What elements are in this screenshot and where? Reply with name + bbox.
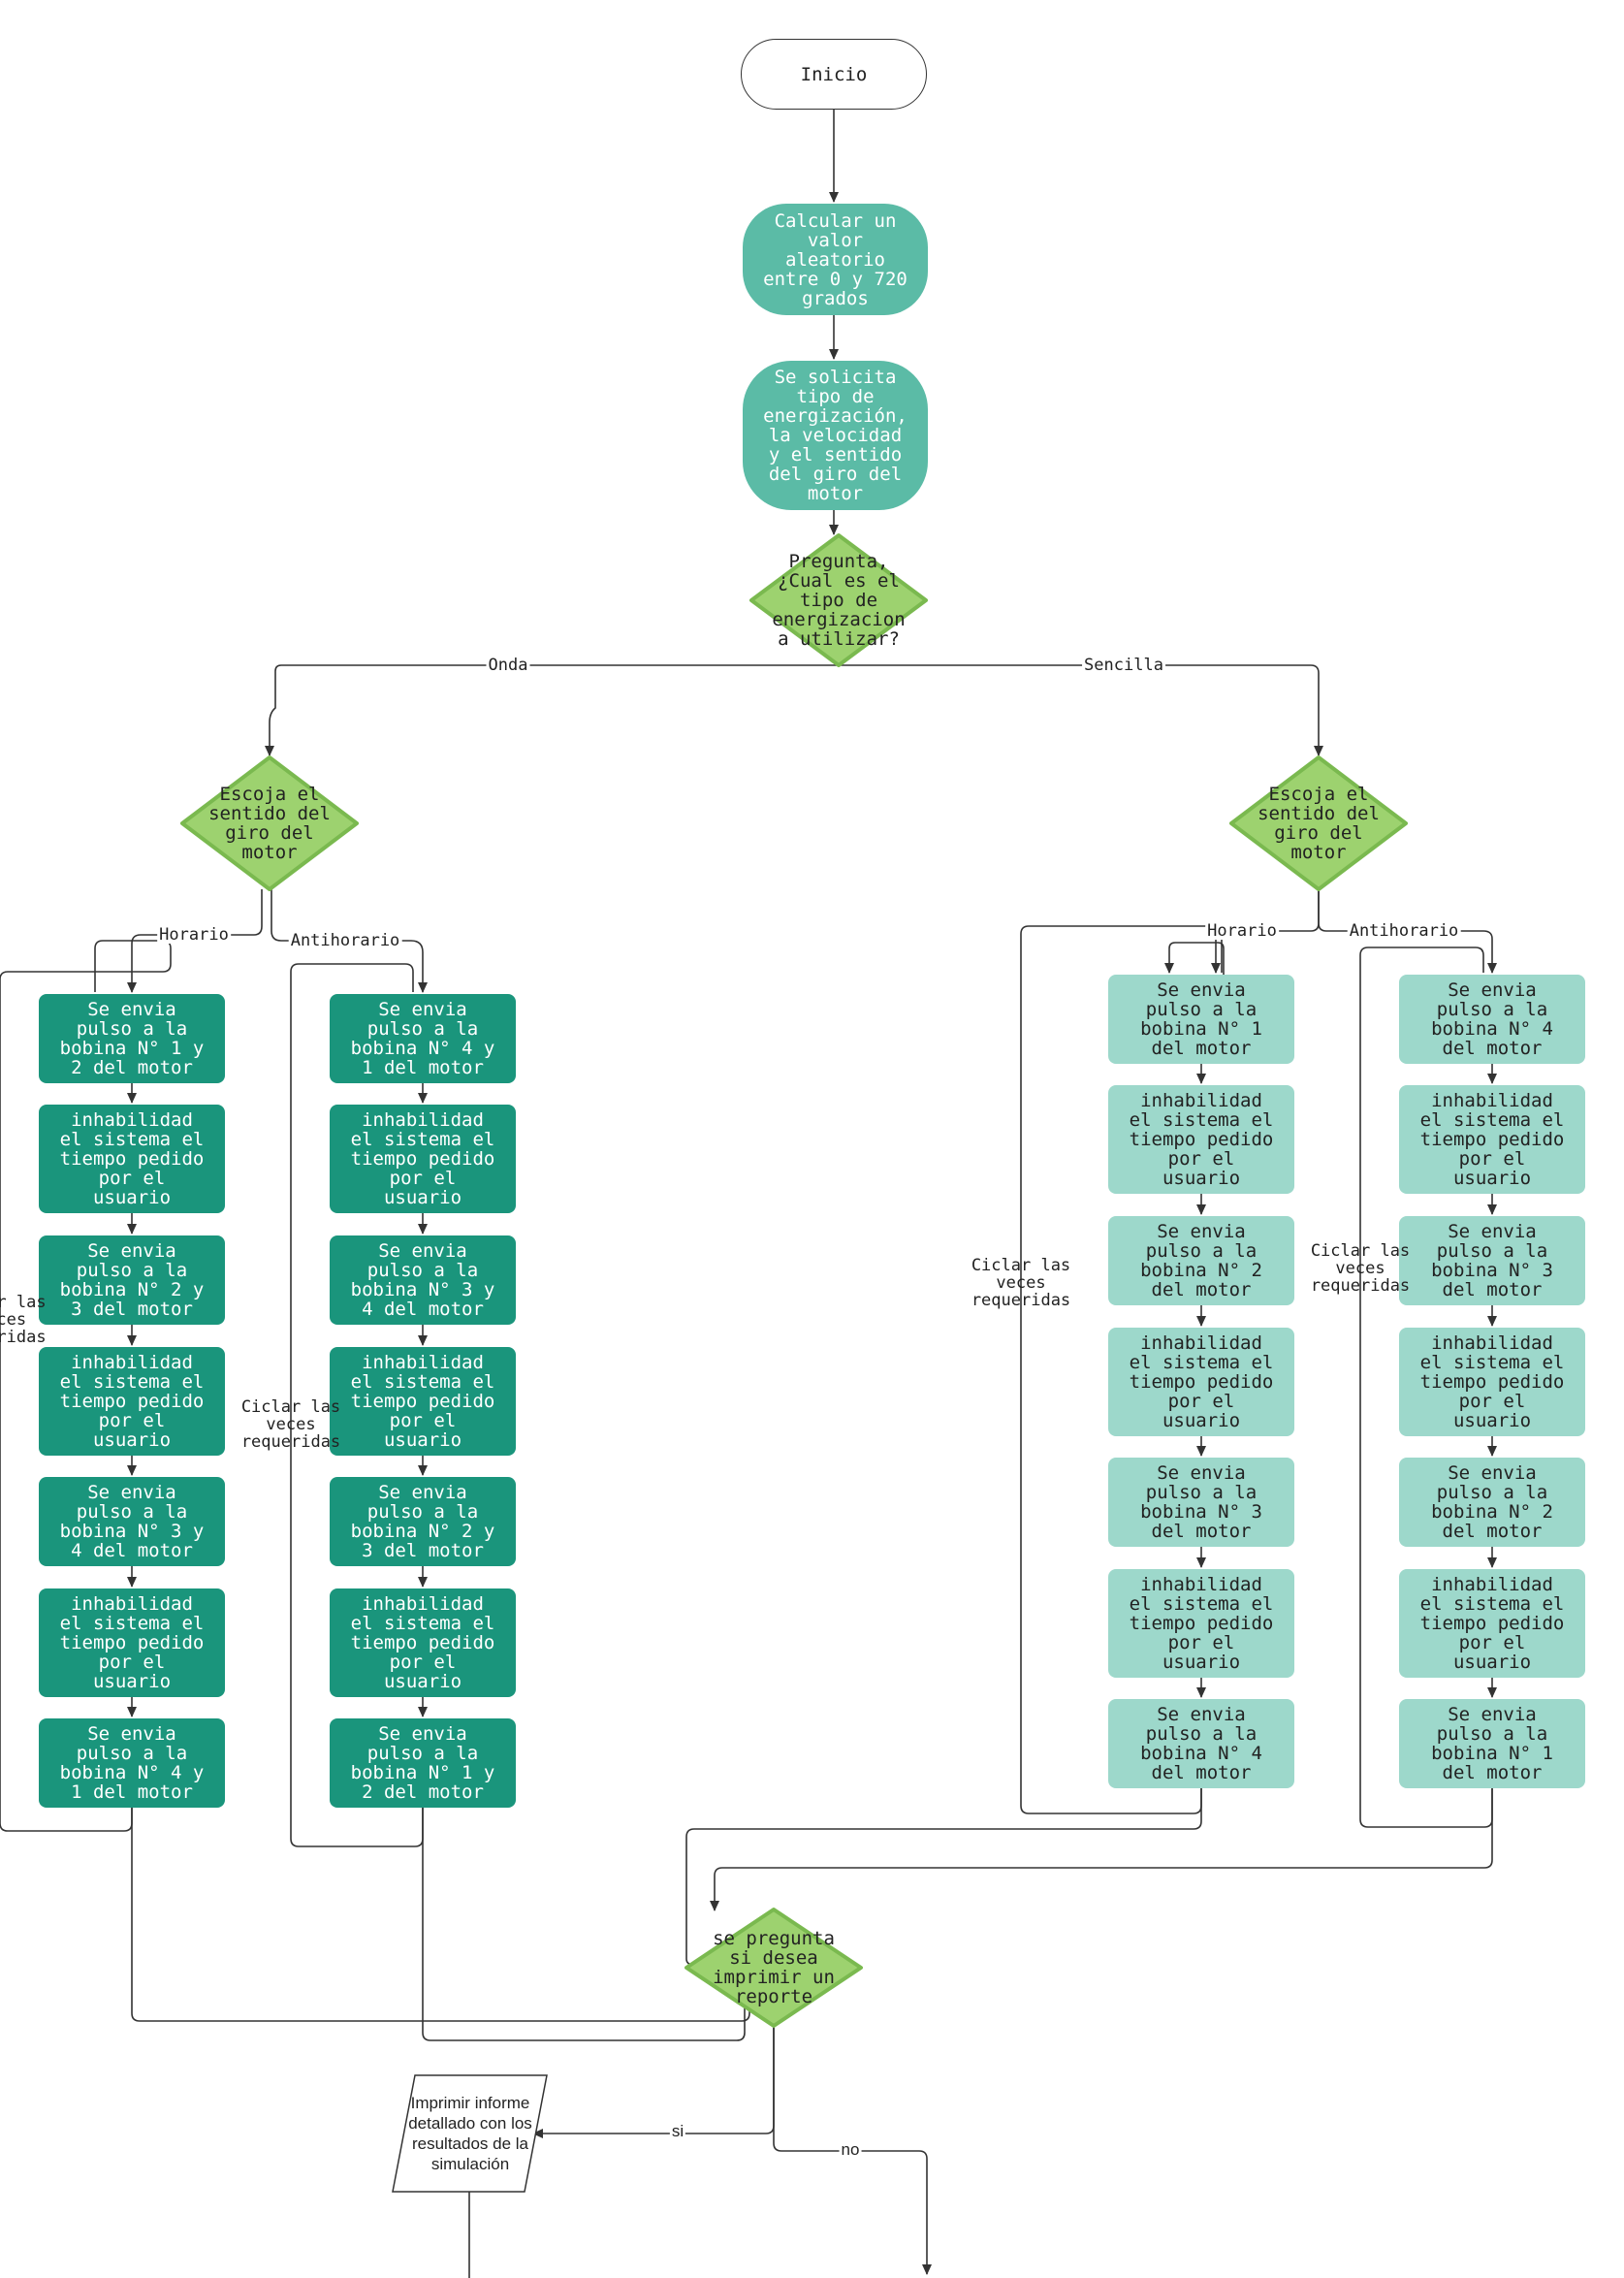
step-text: Se envia pulso a la bobina N° 3 del moto… xyxy=(1140,1462,1262,1542)
step-text: Se envia pulso a la bobina N° 2 del moto… xyxy=(1431,1462,1553,1542)
loop-label-4: Ciclar las veces requeridas xyxy=(1310,1241,1411,1296)
step-sencilla-horario-4: inhabilidad el sistema el tiempo pedido … xyxy=(1108,1328,1294,1436)
step-text: inhabilidad el sistema el tiempo pedido … xyxy=(1419,1332,1565,1431)
edge-question-onda xyxy=(265,664,839,756)
edge-label-horario-right: Horario xyxy=(1205,921,1279,941)
edge-label-no: no xyxy=(839,2140,862,2159)
step-text: Se envia pulso a la bobina N° 1 y 2 del … xyxy=(59,999,205,1078)
step-text: inhabilidad el sistema el tiempo pedido … xyxy=(350,1109,495,1208)
step-sencilla-antihorario-5: Se envia pulso a la bobina N° 2 del moto… xyxy=(1399,1458,1585,1547)
step-sencilla-antihorario-2: inhabilidad el sistema el tiempo pedido … xyxy=(1399,1085,1585,1194)
report-question-text: se pregunta si desea imprimir un reporte xyxy=(713,1928,835,2007)
loop-label-1: r las ces ridas xyxy=(0,1293,47,1347)
start-text: Inicio xyxy=(800,63,868,85)
direction-right-text: Escoja el sentido del giro del motor xyxy=(1258,784,1380,863)
step-sencilla-horario-7: Se envia pulso a la bobina N° 4 del moto… xyxy=(1108,1699,1294,1788)
step-onda-horario-5: Se envia pulso a la bobina N° 3 y 4 del … xyxy=(39,1477,225,1566)
loop-label-2: Ciclar las veces requeridas xyxy=(240,1397,341,1452)
step-text: Se envia pulso a la bobina N° 3 del moto… xyxy=(1431,1221,1553,1300)
edge-report-si xyxy=(532,2026,775,2138)
step-sencilla-horario-1: Se envia pulso a la bobina N° 1 del moto… xyxy=(1108,975,1294,1064)
energization-decision: Pregunta, ¿Cual es el tipo de energizaci… xyxy=(751,536,926,664)
step-text: Se envia pulso a la bobina N° 2 y 3 del … xyxy=(59,1240,205,1320)
step-text: Se envia pulso a la bobina N° 4 del moto… xyxy=(1140,1704,1262,1783)
direction-decision-right: Escoja el sentido del giro del motor xyxy=(1231,758,1406,888)
step-text: Se envia pulso a la bobina N° 1 y 2 del … xyxy=(350,1723,495,1803)
step-onda-antihorario-4: inhabilidad el sistema el tiempo pedido … xyxy=(330,1347,516,1456)
request-process: Se solicita tipo de energización, la vel… xyxy=(743,361,928,510)
step-text: Se envia pulso a la bobina N° 1 del moto… xyxy=(1140,979,1262,1059)
step-onda-horario-3: Se envia pulso a la bobina N° 2 y 3 del … xyxy=(39,1235,225,1325)
step-text: inhabilidad el sistema el tiempo pedido … xyxy=(59,1593,205,1692)
direction-left-text: Escoja el sentido del giro del motor xyxy=(208,784,331,863)
step-text: inhabilidad el sistema el tiempo pedido … xyxy=(1129,1090,1274,1189)
step-text: inhabilidad el sistema el tiempo pedido … xyxy=(59,1109,205,1208)
step-sencilla-horario-6: inhabilidad el sistema el tiempo pedido … xyxy=(1108,1569,1294,1678)
edge-label-antihorario-left: Antihorario xyxy=(288,931,402,950)
step-text: Se envia pulso a la bobina N° 4 y 1 del … xyxy=(350,999,495,1078)
report-decision: se pregunta si desea imprimir un reporte xyxy=(686,1910,861,2025)
step-text: Se envia pulso a la bobina N° 2 del moto… xyxy=(1140,1221,1262,1300)
step-sencilla-antihorario-3: Se envia pulso a la bobina N° 3 del moto… xyxy=(1399,1216,1585,1305)
step-text: Se envia pulso a la bobina N° 4 y 1 del … xyxy=(59,1723,205,1803)
step-sencilla-antihorario-7: Se envia pulso a la bobina N° 1 del moto… xyxy=(1399,1699,1585,1788)
step-sencilla-horario-5: Se envia pulso a la bobina N° 3 del moto… xyxy=(1108,1458,1294,1547)
edge-label-si: si xyxy=(669,2122,686,2140)
edge-label-onda: Onda xyxy=(486,656,530,675)
step-onda-antihorario-2: inhabilidad el sistema el tiempo pedido … xyxy=(330,1105,516,1213)
step-text: inhabilidad el sistema el tiempo pedido … xyxy=(1129,1574,1274,1673)
step-text: Se envia pulso a la bobina N° 4 del moto… xyxy=(1431,979,1553,1059)
step-onda-antihorario-1: Se envia pulso a la bobina N° 4 y 1 del … xyxy=(330,994,516,1083)
loop-sencilla-horario-inner xyxy=(1164,942,1225,976)
edge-question-sencilla xyxy=(839,664,1323,756)
step-onda-antihorario-7: Se envia pulso a la bobina N° 1 y 2 del … xyxy=(330,1718,516,1808)
step-text: inhabilidad el sistema el tiempo pedido … xyxy=(350,1352,495,1451)
step-text: Se envia pulso a la bobina N° 3 y 4 del … xyxy=(350,1240,495,1320)
loop-label-3: Ciclar las veces requeridas xyxy=(971,1256,1071,1310)
step-onda-antihorario-3: Se envia pulso a la bobina N° 3 y 4 del … xyxy=(330,1235,516,1325)
step-sencilla-horario-2: inhabilidad el sistema el tiempo pedido … xyxy=(1108,1085,1294,1194)
edge-label-horario-left: Horario xyxy=(157,925,231,945)
request-text: Se solicita tipo de energización, la vel… xyxy=(763,367,908,504)
step-text: inhabilidad el sistema el tiempo pedido … xyxy=(350,1593,495,1692)
step-text: inhabilidad el sistema el tiempo pedido … xyxy=(1419,1090,1565,1189)
step-text: Se envia pulso a la bobina N° 1 del moto… xyxy=(1431,1704,1553,1783)
edge-sencilla-antihorario-report xyxy=(710,1788,1493,1911)
calc-process: Calcular un valor aleatorio entre 0 y 72… xyxy=(743,204,928,315)
step-onda-horario-4: inhabilidad el sistema el tiempo pedido … xyxy=(39,1347,225,1456)
edge-label-antihorario-right: Antihorario xyxy=(1347,921,1461,941)
edge-label-sencilla: Sencilla xyxy=(1082,656,1165,675)
step-text: inhabilidad el sistema el tiempo pedido … xyxy=(1129,1332,1274,1431)
print-report-text: Imprimir informe detallado con los resul… xyxy=(408,2094,532,2173)
step-sencilla-antihorario-4: inhabilidad el sistema el tiempo pedido … xyxy=(1399,1328,1585,1436)
step-onda-antihorario-6: inhabilidad el sistema el tiempo pedido … xyxy=(330,1588,516,1697)
edge-onda-horario-report xyxy=(131,1808,754,2022)
step-text: Se envia pulso a la bobina N° 2 y 3 del … xyxy=(350,1482,495,1561)
step-text: Se envia pulso a la bobina N° 3 y 4 del … xyxy=(59,1482,205,1561)
step-onda-antihorario-5: Se envia pulso a la bobina N° 2 y 3 del … xyxy=(330,1477,516,1566)
step-sencilla-antihorario-6: inhabilidad el sistema el tiempo pedido … xyxy=(1399,1569,1585,1678)
step-onda-horario-7: Se envia pulso a la bobina N° 4 y 1 del … xyxy=(39,1718,225,1808)
step-onda-horario-1: Se envia pulso a la bobina N° 1 y 2 del … xyxy=(39,994,225,1083)
direction-decision-left: Escoja el sentido del giro del motor xyxy=(182,758,357,888)
step-onda-horario-2: inhabilidad el sistema el tiempo pedido … xyxy=(39,1105,225,1213)
step-onda-horario-6: inhabilidad el sistema el tiempo pedido … xyxy=(39,1588,225,1697)
start-terminal: Inicio xyxy=(741,39,927,110)
calc-text: Calcular un valor aleatorio entre 0 y 72… xyxy=(763,209,908,309)
step-text: inhabilidad el sistema el tiempo pedido … xyxy=(59,1352,205,1451)
energization-question-text: Pregunta, ¿Cual es el tipo de energizaci… xyxy=(772,551,906,650)
step-sencilla-horario-3: Se envia pulso a la bobina N° 2 del moto… xyxy=(1108,1216,1294,1305)
step-text: inhabilidad el sistema el tiempo pedido … xyxy=(1419,1574,1565,1673)
print-report-io: Imprimir informe detallado con los resul… xyxy=(393,2075,548,2192)
step-sencilla-antihorario-1: Se envia pulso a la bobina N° 4 del moto… xyxy=(1399,975,1585,1064)
